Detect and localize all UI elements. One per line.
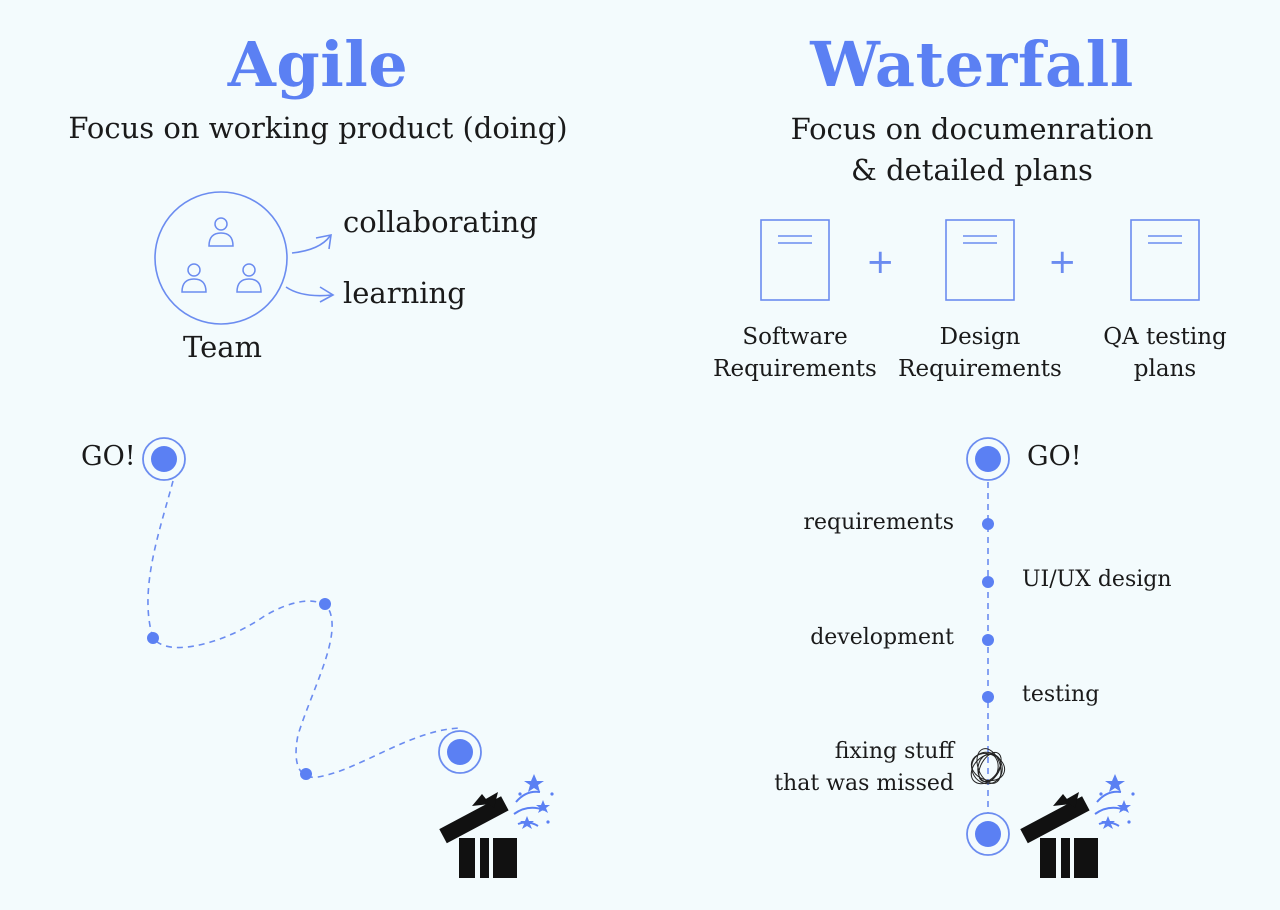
doc-label-line: Design	[939, 324, 1021, 350]
document-icon	[760, 219, 830, 301]
doc-label-line: plans	[1133, 356, 1197, 382]
team-icon	[154, 191, 288, 325]
arrow-learning-icon	[285, 286, 335, 303]
waterfall-step-point	[982, 576, 994, 588]
team-label: Team	[183, 330, 263, 364]
step-label-uiux: UI/UX design	[1022, 567, 1172, 592]
plus-icon: +	[1048, 242, 1077, 282]
agile-title: Agile	[227, 28, 409, 101]
person-icon	[181, 263, 207, 293]
agile-go-label: GO!	[81, 441, 136, 472]
waterfall-end-node	[966, 812, 1010, 856]
agile-point	[147, 632, 159, 644]
scribble-icon	[970, 748, 1006, 785]
missed-line: fixing stuff	[834, 739, 954, 764]
gift-icon	[439, 774, 554, 878]
doc-label-line: QA testing	[1103, 324, 1227, 350]
doc-label-design: Design Requirements	[890, 321, 1070, 385]
doc-label-line: Requirements	[713, 356, 877, 382]
waterfall-subtitle-line: Focus on documenration	[790, 112, 1154, 146]
doc-label-line: Requirements	[898, 356, 1062, 382]
step-label-requirements: requirements	[803, 510, 954, 535]
missed-line: that was missed	[774, 771, 954, 796]
step-label-testing: testing	[1022, 682, 1100, 707]
waterfall-step-point	[982, 634, 994, 646]
document-icon	[945, 219, 1015, 301]
waterfall-subtitle-line: & detailed plans	[851, 153, 1093, 187]
doc-label-line: Software	[742, 324, 848, 350]
plus-icon: +	[866, 242, 895, 282]
person-icon	[208, 217, 234, 247]
agile-end-node	[438, 730, 482, 774]
gift-icon	[1020, 774, 1135, 878]
waterfall-subtitle: Focus on documenration & detailed plans	[740, 109, 1204, 191]
label-learning: learning	[343, 276, 466, 310]
waterfall-go-label: GO!	[1027, 441, 1082, 472]
doc-label-software: Software Requirements	[705, 321, 885, 385]
agile-subtitle: Focus on working product (doing)	[68, 111, 568, 145]
step-label-missed: fixing stuff that was missed	[774, 736, 954, 800]
agile-point	[319, 598, 331, 610]
arrow-collaborating-icon	[291, 233, 332, 254]
waterfall-title: Waterfall	[810, 28, 1134, 101]
waterfall-start-node	[966, 437, 1010, 481]
document-icon	[1130, 219, 1200, 301]
label-collaborating: collaborating	[343, 205, 538, 239]
person-icon	[236, 263, 262, 293]
waterfall-step-point	[982, 518, 994, 530]
agile-point	[300, 768, 312, 780]
agile-start-node	[142, 437, 186, 481]
step-label-development: development	[810, 625, 954, 650]
doc-label-qa: QA testing plans	[1085, 321, 1245, 385]
waterfall-step-point	[982, 691, 994, 703]
